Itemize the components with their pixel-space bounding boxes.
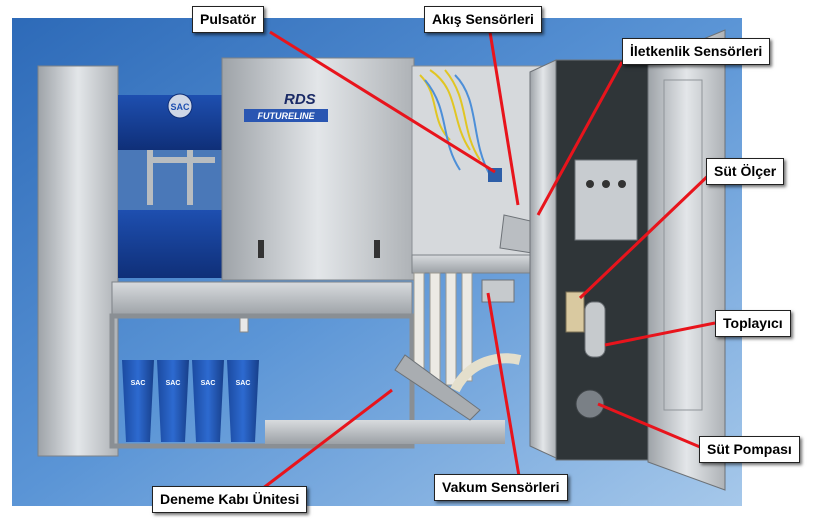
label-test-cup-unit: Deneme Kabı Ünitesi — [152, 486, 308, 513]
label-flow-sensors: Akış Sensörleri — [424, 6, 542, 33]
blue-hood — [118, 95, 225, 150]
rds-logo: RDS — [284, 91, 316, 108]
label-vacuum-sensors: Vakum Sensörleri — [434, 474, 568, 501]
label-milk-pump: Süt Pompası — [699, 436, 800, 463]
test-bins — [122, 360, 259, 442]
futureline-text: FUTURELINE — [258, 111, 316, 121]
shelf — [111, 281, 413, 317]
label-collector: Toplayıcı — [715, 310, 791, 337]
label-milk-meter: Süt Ölçer — [706, 158, 785, 185]
right-cabinet — [555, 59, 649, 461]
control-box — [574, 159, 638, 241]
callout-lines — [257, 30, 716, 494]
bin-logo: SAC — [201, 380, 216, 387]
bin-logo: SAC — [166, 380, 181, 387]
futureline-badge — [244, 109, 328, 122]
base-rail — [265, 420, 505, 444]
main-cabinet — [221, 57, 415, 281]
blue-cabinet — [118, 210, 223, 278]
bin-logo: SAC — [236, 380, 251, 387]
milk-pump — [575, 389, 605, 419]
sac-logo-badge — [167, 93, 193, 119]
left-column — [37, 65, 119, 457]
bin-logo: SAC — [131, 380, 146, 387]
label-pulsator: Pulsatör — [192, 6, 265, 33]
sac-logo-text: SAC — [170, 102, 190, 112]
cabinet-door — [647, 29, 726, 491]
label-conductivity-sensors: İletkenlik Sensörleri — [622, 38, 771, 65]
